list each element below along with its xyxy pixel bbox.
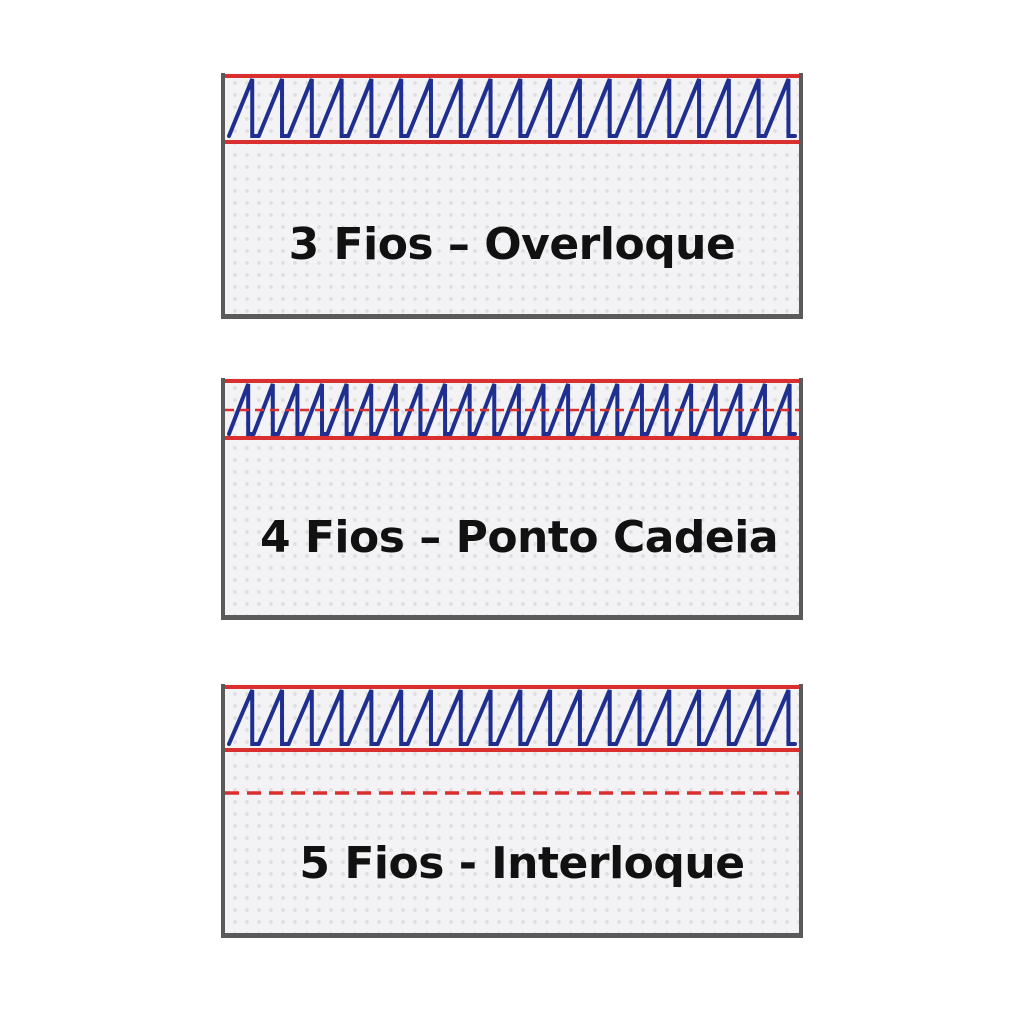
panel-label: 5 Fios - Interloque (299, 838, 745, 889)
stitch-band (225, 74, 799, 144)
chainstitch-4-thread-swatch: 4 Fios – Ponto Cadeia (221, 378, 803, 620)
panel-label: 4 Fios – Ponto Cadeia (259, 512, 779, 563)
panel-label: 3 Fios – Overloque (288, 219, 736, 270)
interlock-5-thread-swatch: 5 Fios - Interloque (221, 684, 803, 938)
zigzag-stitch (227, 689, 797, 746)
stitch-band (225, 379, 799, 440)
stitch-band (225, 685, 799, 795)
zigzag-stitch (227, 78, 797, 138)
overlock-3-thread-swatch: 3 Fios – Overloque (221, 73, 803, 319)
